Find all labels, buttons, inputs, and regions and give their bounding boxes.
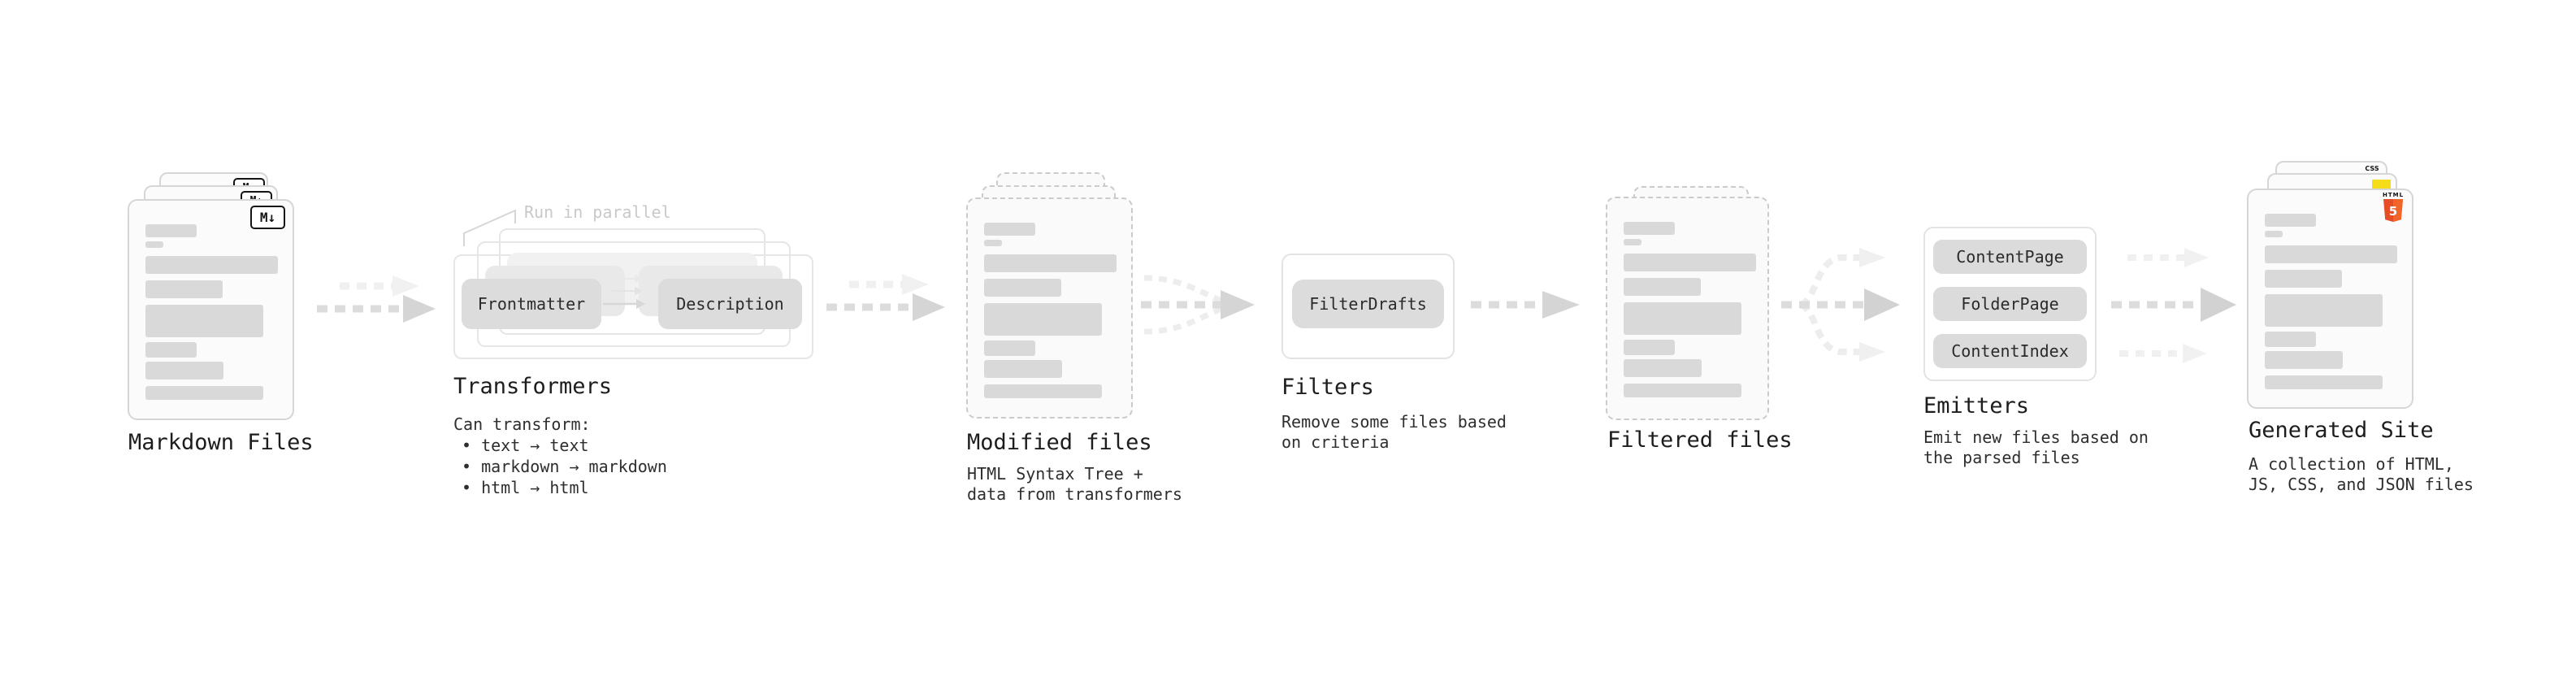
content-line-placeholder <box>2265 294 2383 327</box>
emitters-desc-line: the parsed files <box>1923 448 2080 467</box>
content-line-placeholder <box>2265 351 2343 369</box>
parallel-arrows-icon <box>603 275 645 309</box>
document-page <box>1606 197 1769 420</box>
stage-label-modified-files: Modified files <box>967 430 1152 455</box>
document-page: M↓ <box>128 199 294 420</box>
transformers-bullet: • text → text <box>462 436 589 455</box>
filters-desc-line: Remove some files based <box>1281 412 1507 432</box>
stage-label-filters: Filters <box>1281 375 1374 400</box>
content-line-placeholder <box>145 386 263 400</box>
content-line-placeholder <box>1624 222 1675 235</box>
content-line-placeholder <box>1624 302 1741 335</box>
stage-label-transformers: Transformers <box>453 374 613 399</box>
svg-text:5: 5 <box>2389 204 2397 219</box>
frontmatter-pill: Frontmatter <box>462 279 601 329</box>
content-line-placeholder <box>984 240 1002 246</box>
flow-arrow-icon <box>826 274 945 321</box>
content-line-placeholder <box>984 223 1035 236</box>
modified-files-description: HTML Syntax Tree + data from transformer… <box>967 464 1182 505</box>
leader-line-icon <box>463 209 516 246</box>
emitters-desc-line: Emit new files based on <box>1923 427 2149 447</box>
content-line-placeholder <box>984 384 1102 398</box>
filters-description: Remove some files based on criteria <box>1281 412 1507 453</box>
run-in-parallel-note: Run in parallel <box>524 202 671 222</box>
modified-desc-line: HTML Syntax Tree + <box>967 464 1143 484</box>
stage-label-generated-site: Generated Site <box>2249 418 2434 443</box>
content-line-placeholder <box>984 254 1117 272</box>
content-line-placeholder <box>984 360 1062 378</box>
content-line-placeholder <box>145 362 223 380</box>
content-line-placeholder <box>1624 359 1702 377</box>
content-line-placeholder <box>145 280 223 298</box>
markdown-icon-glyph: M↓ <box>259 210 276 225</box>
document-page: HTML 5 <box>2247 189 2413 409</box>
content-line-placeholder <box>2265 375 2383 389</box>
content-line-placeholder <box>1624 239 1641 245</box>
content-line-placeholder <box>145 305 263 337</box>
flow-arrow-triple-icon <box>2111 248 2236 363</box>
html5-icon: HTML 5 <box>2383 193 2404 224</box>
content-page-pill: ContentPage <box>1933 240 2087 274</box>
modified-desc-line: data from transformers <box>967 484 1182 504</box>
css-icon-label: CSS <box>2365 165 2379 172</box>
content-index-pill: ContentIndex <box>1933 334 2087 368</box>
content-line-placeholder <box>2265 214 2316 227</box>
stage-label-filtered-files: Filtered files <box>1607 427 1793 453</box>
transformers-desc-title: Can transform: <box>453 414 591 434</box>
content-line-placeholder <box>2265 270 2342 288</box>
emitters-description: Emit new files based on the parsed files <box>1923 427 2149 468</box>
content-line-placeholder <box>984 340 1035 356</box>
content-line-placeholder <box>145 342 197 358</box>
flow-arrow-diverge-icon <box>1781 248 1900 362</box>
filter-drafts-pill: FilterDrafts <box>1292 280 1444 328</box>
filters-desc-line: on criteria <box>1281 432 1390 452</box>
generated-site-description: A collection of HTML, JS, CSS, and JSON … <box>2249 454 2474 495</box>
content-line-placeholder <box>1624 384 1741 397</box>
html5-icon-word: HTML <box>2383 192 2405 198</box>
generated-desc-line: JS, CSS, and JSON files <box>2249 475 2474 494</box>
content-line-placeholder <box>984 303 1102 336</box>
content-line-placeholder <box>984 279 1061 297</box>
transformers-bullet: • html → html <box>462 478 589 497</box>
description-pill: Description <box>658 279 802 329</box>
content-line-placeholder <box>2265 245 2397 263</box>
transformers-description: Can transform: • text → text • markdown … <box>453 414 667 498</box>
stage-label-markdown-files: Markdown Files <box>128 430 314 455</box>
content-line-placeholder <box>145 256 278 274</box>
generated-desc-line: A collection of HTML, <box>2249 454 2454 474</box>
document-page <box>966 197 1133 419</box>
content-line-placeholder <box>1624 254 1756 271</box>
stage-label-emitters: Emitters <box>1923 393 2030 419</box>
content-line-placeholder <box>1624 340 1675 355</box>
content-line-placeholder <box>2265 231 2283 237</box>
markdown-icon: M↓ <box>250 206 285 229</box>
content-line-placeholder <box>2265 332 2316 347</box>
content-line-placeholder <box>145 224 197 237</box>
transformers-bullet: • markdown → markdown <box>462 457 667 476</box>
content-line-placeholder <box>1624 278 1701 296</box>
flow-arrow-converge-icon <box>1141 275 1255 335</box>
content-line-placeholder <box>145 241 163 248</box>
folder-page-pill: FolderPage <box>1933 287 2087 321</box>
flow-arrow-icon <box>317 275 436 323</box>
flow-arrow-icon <box>1471 291 1580 319</box>
emitters-box: ContentPage FolderPage ContentIndex <box>1923 227 2097 381</box>
